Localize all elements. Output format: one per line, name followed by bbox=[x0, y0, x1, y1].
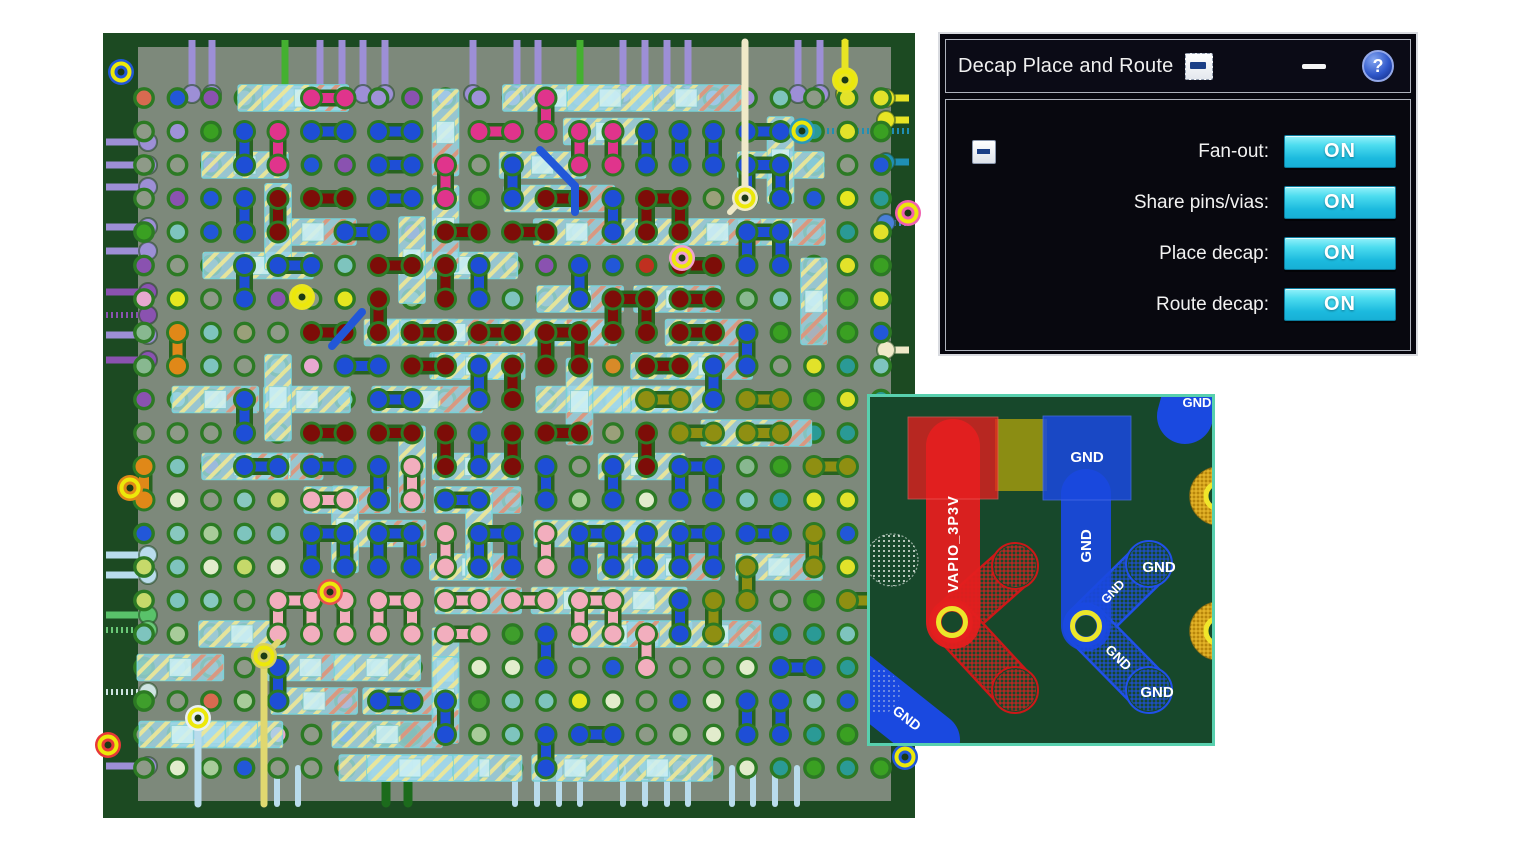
svg-text:GND: GND bbox=[1140, 684, 1174, 701]
highlight-vias bbox=[95, 59, 921, 770]
routed-lines bbox=[194, 38, 849, 808]
inset-border bbox=[867, 394, 1215, 746]
inset-gnd-trace: GND GND GND GND GND GND bbox=[1042, 415, 1176, 701]
route-decap-label: Route decap: bbox=[1155, 293, 1269, 315]
svg-text:GND: GND bbox=[1142, 559, 1176, 576]
decap-dialog: Decap Place and Route ? Fan-out: ON Shar… bbox=[938, 32, 1418, 356]
row-route-decap: Route decap: ON bbox=[946, 279, 1410, 330]
zoom-inset-view: GND GND bbox=[867, 394, 1215, 746]
dialog-title: Decap Place and Route bbox=[958, 54, 1174, 77]
inset-dotted-via bbox=[867, 533, 919, 587]
share-pins-vias-toggle[interactable]: ON bbox=[1284, 186, 1396, 219]
svg-text:GND: GND bbox=[1183, 395, 1212, 410]
help-button[interactable]: ? bbox=[1362, 50, 1394, 82]
inset-power-trace: VAPIO_3P3V bbox=[907, 416, 999, 649]
row-place-decap: Place decap: ON bbox=[946, 228, 1410, 279]
fanout-dumbbells bbox=[132, 86, 893, 780]
decap-chip-icon bbox=[1185, 52, 1214, 80]
inset-olive-pad bbox=[995, 419, 1047, 491]
minimize-button[interactable] bbox=[1294, 56, 1334, 77]
route-decap-toggle[interactable]: ON bbox=[1284, 288, 1396, 321]
svg-text:GND: GND bbox=[1078, 529, 1095, 563]
row-share-pins-vias: Share pins/vias: ON bbox=[946, 177, 1410, 228]
fanout-label: Fan-out: bbox=[1198, 140, 1269, 162]
inset-gold-via bbox=[1189, 466, 1215, 661]
svg-text:VAPIO_3P3V: VAPIO_3P3V bbox=[946, 495, 962, 593]
fanout-collapse-checkbox[interactable] bbox=[972, 139, 996, 164]
share-pins-vias-label: Share pins/vias: bbox=[1133, 191, 1269, 213]
minimize-icon bbox=[1302, 63, 1326, 69]
svg-text:GND: GND bbox=[1070, 449, 1104, 466]
dialog-titlebar[interactable]: Decap Place and Route ? bbox=[945, 39, 1411, 93]
fanout-toggle[interactable]: ON bbox=[1284, 135, 1396, 168]
inset-gnd-pad-top-right: GND bbox=[1157, 394, 1215, 444]
place-decap-label: Place decap: bbox=[1159, 242, 1269, 264]
dialog-content: Fan-out: ON Share pins/vias: ON Place de… bbox=[945, 99, 1411, 351]
place-decap-toggle[interactable]: ON bbox=[1284, 237, 1396, 270]
row-fanout: Fan-out: ON bbox=[946, 126, 1410, 177]
